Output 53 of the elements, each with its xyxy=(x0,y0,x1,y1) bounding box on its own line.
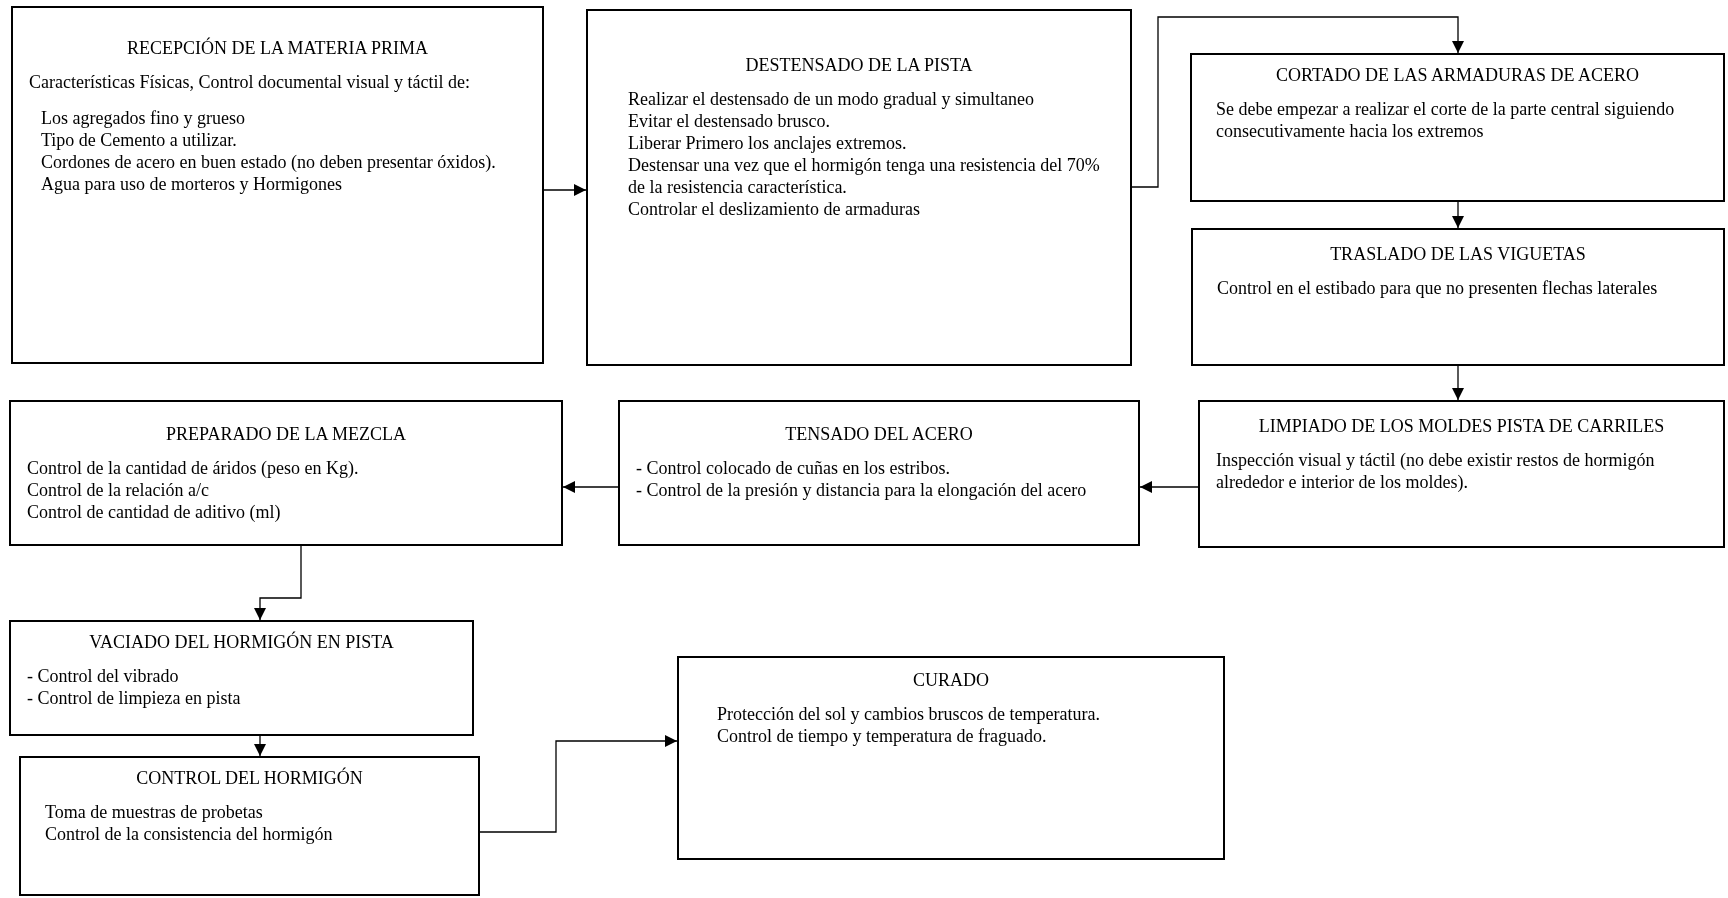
step-description: - Control de limpieza en pista xyxy=(27,687,242,710)
step-description: - Control colocado de cuñas en los estribos. xyxy=(636,457,951,480)
step-title: CURADO xyxy=(912,670,990,692)
process-box xyxy=(1198,400,1725,548)
step-description: Agua para uso de morteros y Hormigones xyxy=(40,173,343,196)
arrow xyxy=(1131,16,1464,188)
step-title: TENSADO DEL ACERO xyxy=(784,424,974,446)
step-description: Toma de muestras de probetas xyxy=(44,801,264,824)
process-box xyxy=(19,756,480,896)
process-box xyxy=(677,656,1225,860)
process-box xyxy=(586,9,1132,366)
step-description: Control de la cantidad de áridos (peso en Kg). xyxy=(27,457,360,480)
arrow xyxy=(562,481,619,493)
step-description: Controlar el deslizamiento de armaduras xyxy=(627,198,921,221)
step-description: Los agregados fino y grueso xyxy=(40,107,246,130)
step-description: Destensar una vez que el hormigón tenga una resistencia del 70% de la resistencia característica. xyxy=(627,154,1101,199)
step-title: DESTENSADO DE LA PISTA xyxy=(744,55,974,77)
step-title: CORTADO DE LAS ARMADURAS DE ACERO xyxy=(1275,65,1640,87)
step-title: TRASLADO DE LAS VIGUETAS xyxy=(1329,244,1587,266)
step-description: Control de la consistencia del hormigón xyxy=(44,823,334,846)
step-description: Liberar Primero los anclajes extremos. xyxy=(627,132,908,155)
process-box xyxy=(9,400,563,546)
step-description: Control de cantidad de aditivo (ml) xyxy=(27,501,282,524)
step-description: Inspección visual y táctil (no debe existir restos de hormigón alrededor e interior de los moldes). xyxy=(1216,449,1656,494)
step-description: Control de la relación a/c xyxy=(27,479,210,502)
process-box xyxy=(11,6,544,364)
step-description: Características Físicas, Control documental visual y táctil de: xyxy=(29,71,471,94)
step-description: Se debe empezar a realizar el corte de la parte central siguiendo consecutivamente hacia los extremos xyxy=(1215,98,1676,143)
step-description: Control de tiempo y temperatura de fraguado. xyxy=(716,725,1048,748)
step-title: RECEPCIÓN DE LA MATERIA PRIMA xyxy=(126,38,429,60)
step-description: Cordones de acero en buen estado (no deben presentar óxidos). xyxy=(40,151,497,174)
arrow xyxy=(254,735,266,757)
arrow xyxy=(1452,365,1464,401)
step-title: CONTROL DEL HORMIGÓN xyxy=(135,768,364,790)
step-description: - Control del vibrado xyxy=(27,665,180,688)
step-description: Evitar el destensado brusco. xyxy=(627,110,831,133)
step-description: Control en el estibado para que no presenten flechas laterales xyxy=(1216,277,1659,300)
process-box xyxy=(618,400,1140,546)
process-box xyxy=(1190,53,1725,202)
step-title: PREPARADO DE LA MEZCLA xyxy=(165,424,407,446)
arrow xyxy=(479,735,678,833)
step-description: Tipo de Cemento a utilizar. xyxy=(40,129,238,152)
arrow xyxy=(1139,481,1199,493)
process-box xyxy=(9,620,474,736)
step-description: Realizar el destensado de un modo gradual y simultaneo xyxy=(627,88,1035,111)
step-title: LIMPIADO DE LOS MOLDES PISTA DE CARRILES xyxy=(1257,416,1666,438)
arrow xyxy=(1452,201,1464,229)
step-description: Protección del sol y cambios bruscos de temperatura. xyxy=(716,703,1101,726)
step-description: - Control de la presión y distancia para la elongación del acero xyxy=(636,479,1088,502)
process-box xyxy=(1191,228,1725,366)
arrow xyxy=(543,184,587,196)
step-title: VACIADO DEL HORMIGÓN EN PISTA xyxy=(88,632,395,654)
arrow xyxy=(254,545,302,621)
